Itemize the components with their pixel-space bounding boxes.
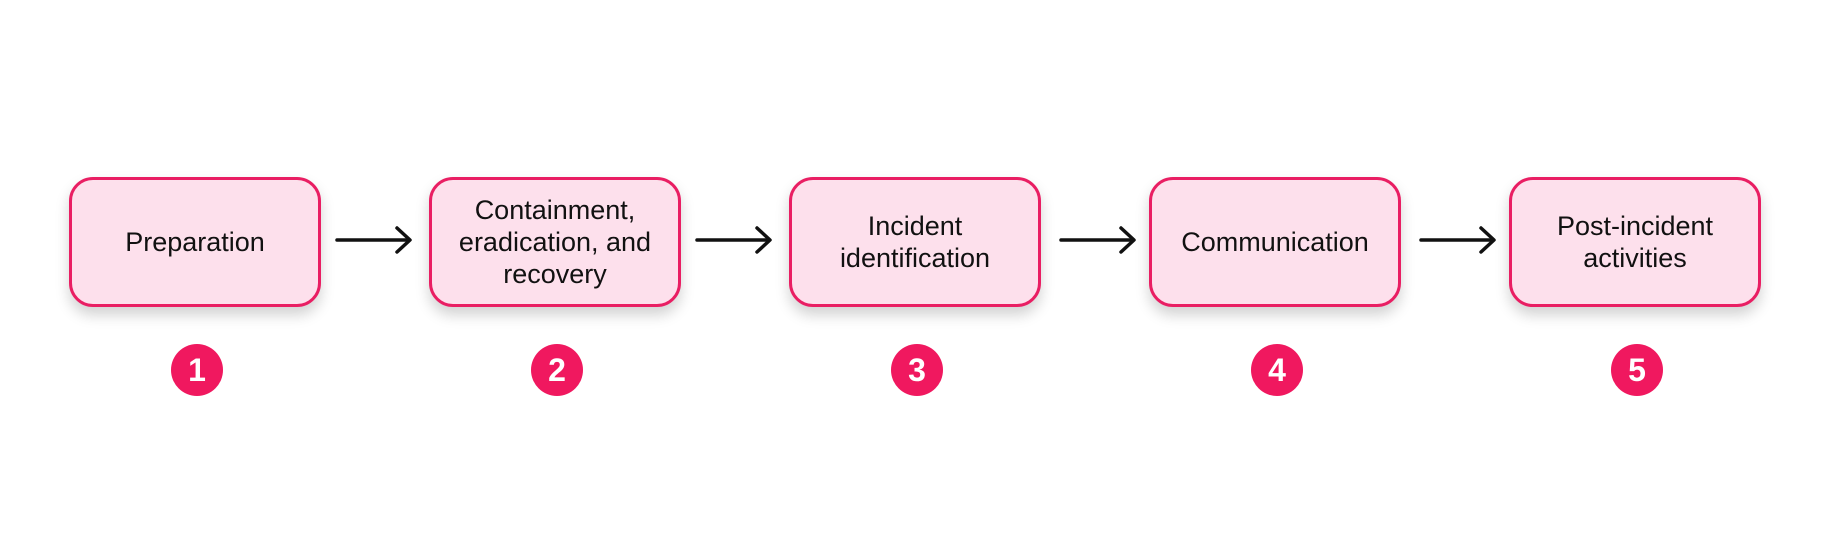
arrow-right-icon [1059, 226, 1136, 254]
step-number-badge: 3 [891, 344, 943, 396]
step-label: Incident identification [839, 211, 991, 273]
step-box-communication: Communication [1149, 177, 1401, 307]
step-label: Communication [1181, 227, 1369, 257]
step-number-badge: 5 [1611, 344, 1663, 396]
step-box-containment: Containment, eradication, and recovery [429, 177, 681, 307]
step-box-preparation: Preparation [69, 177, 321, 307]
step-box-incident-identification: Incident identification [789, 177, 1041, 307]
step-label: Post-incident activities [1556, 211, 1714, 273]
arrow-right-icon [695, 226, 772, 254]
arrow-right-icon [1419, 226, 1496, 254]
step-label: Containment, eradication, and recovery [458, 195, 652, 289]
arrow-right-icon [335, 226, 412, 254]
step-number-badge: 1 [171, 344, 223, 396]
step-number-badge: 4 [1251, 344, 1303, 396]
step-label: Preparation [125, 227, 265, 257]
step-box-post-incident: Post-incident activities [1509, 177, 1761, 307]
step-number-badge: 2 [531, 344, 583, 396]
